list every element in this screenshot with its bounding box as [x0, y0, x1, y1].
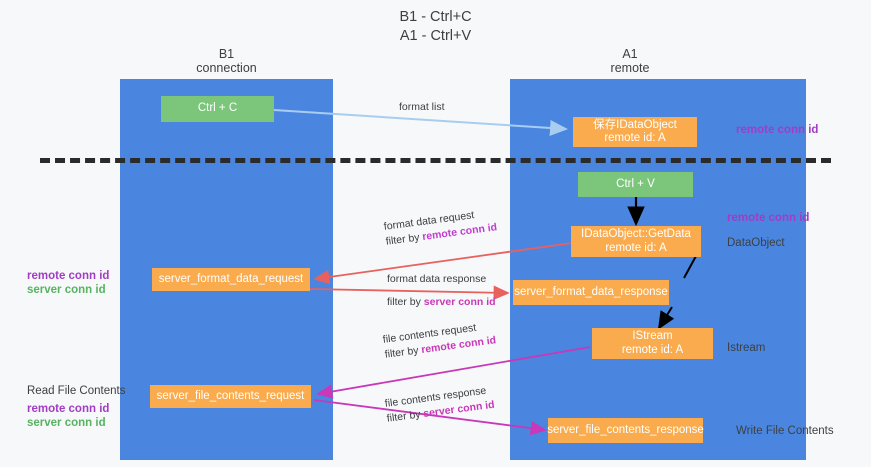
node-ctrl-c[interactable]: Ctrl + C [161, 96, 274, 122]
annotation-left-remote-conn-id-1: remote conn id [27, 270, 110, 282]
node-ctrl-v[interactable]: Ctrl + V [578, 172, 693, 197]
node-server-file-contents-request-label: server_file_contents_request [156, 389, 305, 402]
node-idataobject-getdata[interactable]: IDataObject::GetData remote id: A [571, 226, 701, 257]
node-save-idataobject-line1: 保存IDataObject [593, 118, 677, 131]
annotation-remote-conn-id-top: remote conn id [736, 124, 819, 136]
annotation-dataobject: DataObject [727, 237, 785, 249]
annotation-istream: Istream [727, 342, 766, 354]
filter-prefix: filter by [384, 344, 423, 361]
node-istream[interactable]: IStream remote id: A [592, 328, 713, 359]
edge-label-format-list: format list [399, 100, 445, 115]
column-header-b1-name: B1 [218, 47, 235, 61]
node-ctrl-v-label: Ctrl + V [616, 177, 655, 190]
node-server-file-contents-response-label: server_file_contents_response [547, 423, 704, 436]
column-header-b1: B1 connection [120, 47, 333, 75]
node-save-idataobject-line2: remote id: A [604, 132, 666, 144]
node-server-format-data-request[interactable]: server_format_data_request [152, 268, 310, 291]
annotation-left-server-conn-id-2: server conn id [27, 417, 106, 429]
annotation-read-file-contents: Read File Contents [27, 385, 126, 397]
title-line-1: B1 - Ctrl+C [399, 9, 472, 25]
phase-divider [40, 158, 831, 163]
node-istream-line2: remote id: A [621, 343, 684, 356]
title-line-2: A1 - Ctrl+V [399, 28, 472, 44]
annotation-remote-conn-id-mid: remote conn id [727, 212, 810, 224]
filter-prefix: filter by [386, 408, 425, 425]
node-ctrl-c-label: Ctrl + C [197, 102, 238, 115]
node-server-format-data-response[interactable]: server_format_data_response [513, 280, 669, 305]
node-getdata-line2: remote id: A [605, 241, 667, 254]
node-server-file-contents-request[interactable]: server_file_contents_request [150, 385, 311, 408]
edge-label-format-data-request: format data request filter by remote con… [383, 205, 498, 249]
node-save-idataobject[interactable]: 保存IDataObject remote id: A [573, 117, 697, 147]
page-title: B1 - Ctrl+C A1 - Ctrl+V [0, 8, 871, 46]
annotation-left-server-conn-id-1: server conn id [27, 284, 106, 296]
edge-label-file-contents-request: file contents request filter by remote c… [382, 318, 497, 362]
annotation-left-remote-conn-id-2: remote conn id [27, 403, 110, 415]
node-istream-line1: IStream [632, 330, 673, 342]
edge-label-format-list-text: format list [399, 101, 445, 113]
edge-label-format-data-response-filter: filter by server conn id [387, 295, 496, 310]
column-header-a1: A1 remote [510, 47, 750, 75]
edge-label-format-data-response: format data response filter by server co… [387, 272, 496, 310]
node-getdata-line1: IDataObject::GetData [581, 228, 691, 240]
filter-key-server-conn-id: server conn id [423, 296, 496, 308]
node-server-file-contents-response[interactable]: server_file_contents_response [547, 418, 704, 443]
annotation-write-file-contents: Write File Contents [736, 425, 834, 437]
node-server-format-data-response-label: server_format_data_response [514, 285, 668, 298]
column-header-b1-sub: connection [196, 61, 257, 75]
column-header-a1-name: A1 [622, 47, 638, 61]
edge-label-file-contents-response: file contents response filter by server … [384, 383, 496, 427]
column-header-a1-sub: remote [610, 61, 650, 75]
filter-prefix: filter by [385, 231, 424, 248]
filter-prefix: filter by [387, 296, 424, 308]
node-server-format-data-request-label: server_format_data_request [158, 272, 304, 285]
edge-label-format-data-response-title: format data response [387, 273, 487, 285]
